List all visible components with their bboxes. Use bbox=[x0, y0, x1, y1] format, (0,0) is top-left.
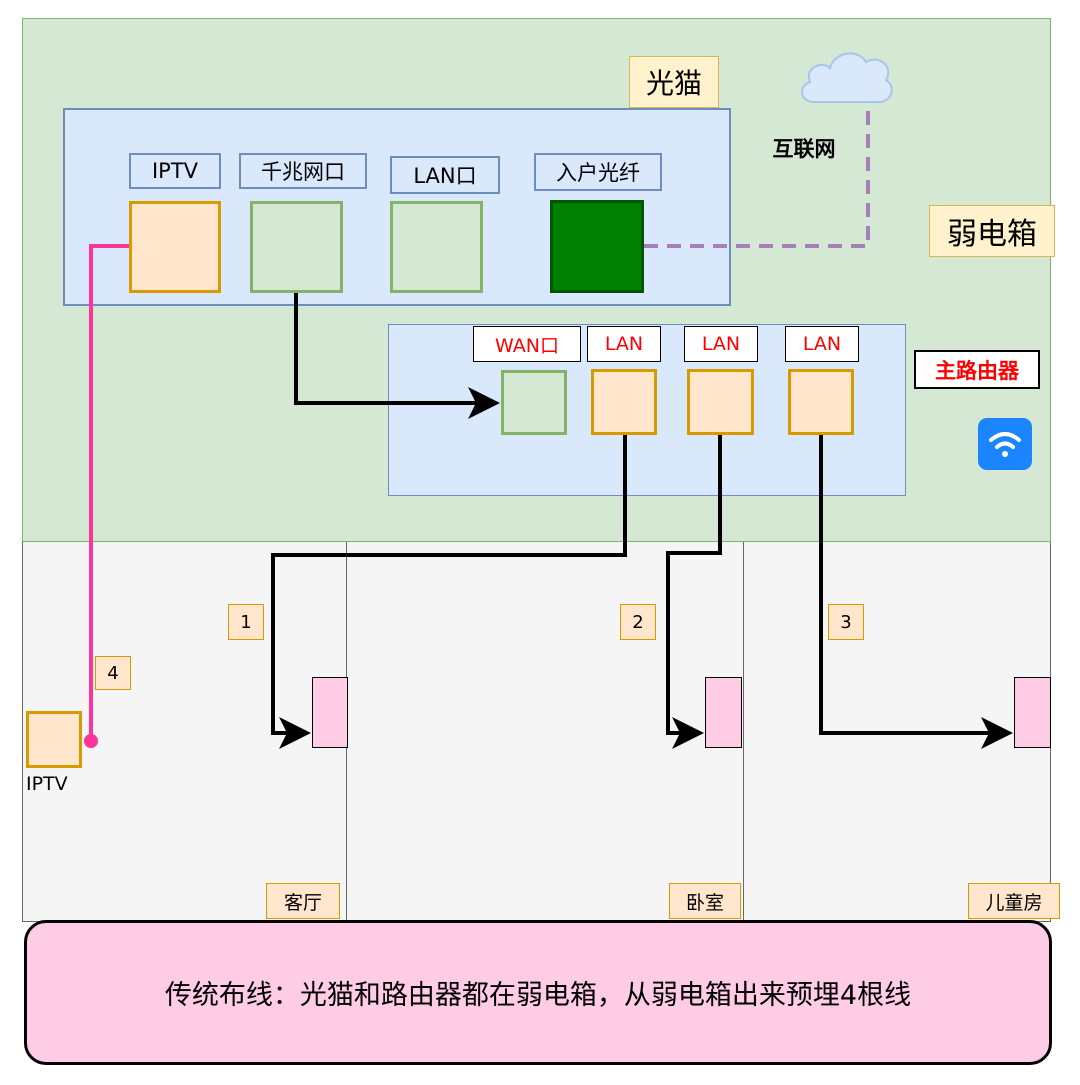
room-kids bbox=[743, 540, 1051, 922]
modem-port-label-fiber: 入户光纤 bbox=[534, 153, 662, 191]
socket-bedroom bbox=[705, 677, 742, 748]
cable-number-2: 2 bbox=[620, 604, 656, 640]
socket-living bbox=[312, 677, 348, 748]
room-label-living: 客厅 bbox=[266, 883, 340, 919]
router-port-lan3 bbox=[788, 369, 854, 435]
modem-port-fiber bbox=[550, 200, 644, 293]
router-port-label-lan2: LAN bbox=[684, 326, 758, 362]
modem-port-label-lan: LAN口 bbox=[390, 156, 500, 194]
router-port-label-lan1: LAN bbox=[587, 326, 661, 362]
modem-port-lan bbox=[390, 201, 483, 293]
modem-port-gigabit bbox=[250, 201, 343, 293]
cable-number-1: 1 bbox=[228, 604, 264, 640]
modem-title: 光猫 bbox=[629, 56, 719, 108]
cloud-icon bbox=[801, 52, 893, 104]
router-port-lan1 bbox=[591, 369, 657, 435]
wifi-icon bbox=[978, 418, 1032, 470]
internet-label: 互联网 bbox=[772, 137, 836, 161]
router-port-label-lan3: LAN bbox=[785, 326, 859, 362]
room-label-kids: 儿童房 bbox=[968, 883, 1060, 919]
room-label-bedroom: 卧室 bbox=[669, 883, 741, 919]
router-title: 主路由器 bbox=[914, 350, 1040, 389]
caption-box: 传统布线：光猫和路由器都在弱电箱，从弱电箱出来预埋4根线 bbox=[24, 920, 1052, 1065]
weak-box-title: 弱电箱 bbox=[929, 205, 1055, 257]
router-port-label-wan: WAN口 bbox=[473, 326, 581, 362]
modem-port-iptv bbox=[129, 201, 221, 293]
iptv-device-label: IPTV bbox=[26, 773, 68, 795]
modem-port-label-gigabit: 千兆网口 bbox=[239, 153, 367, 189]
cable-number-4: 4 bbox=[95, 656, 131, 690]
iptv-device bbox=[26, 711, 82, 768]
router-port-lan2 bbox=[687, 369, 754, 435]
modem-port-label-iptv: IPTV bbox=[129, 153, 221, 189]
router-port-wan bbox=[501, 370, 567, 435]
room-bedroom bbox=[346, 540, 745, 922]
socket-kids bbox=[1014, 677, 1051, 748]
cable-number-3: 3 bbox=[828, 604, 864, 640]
